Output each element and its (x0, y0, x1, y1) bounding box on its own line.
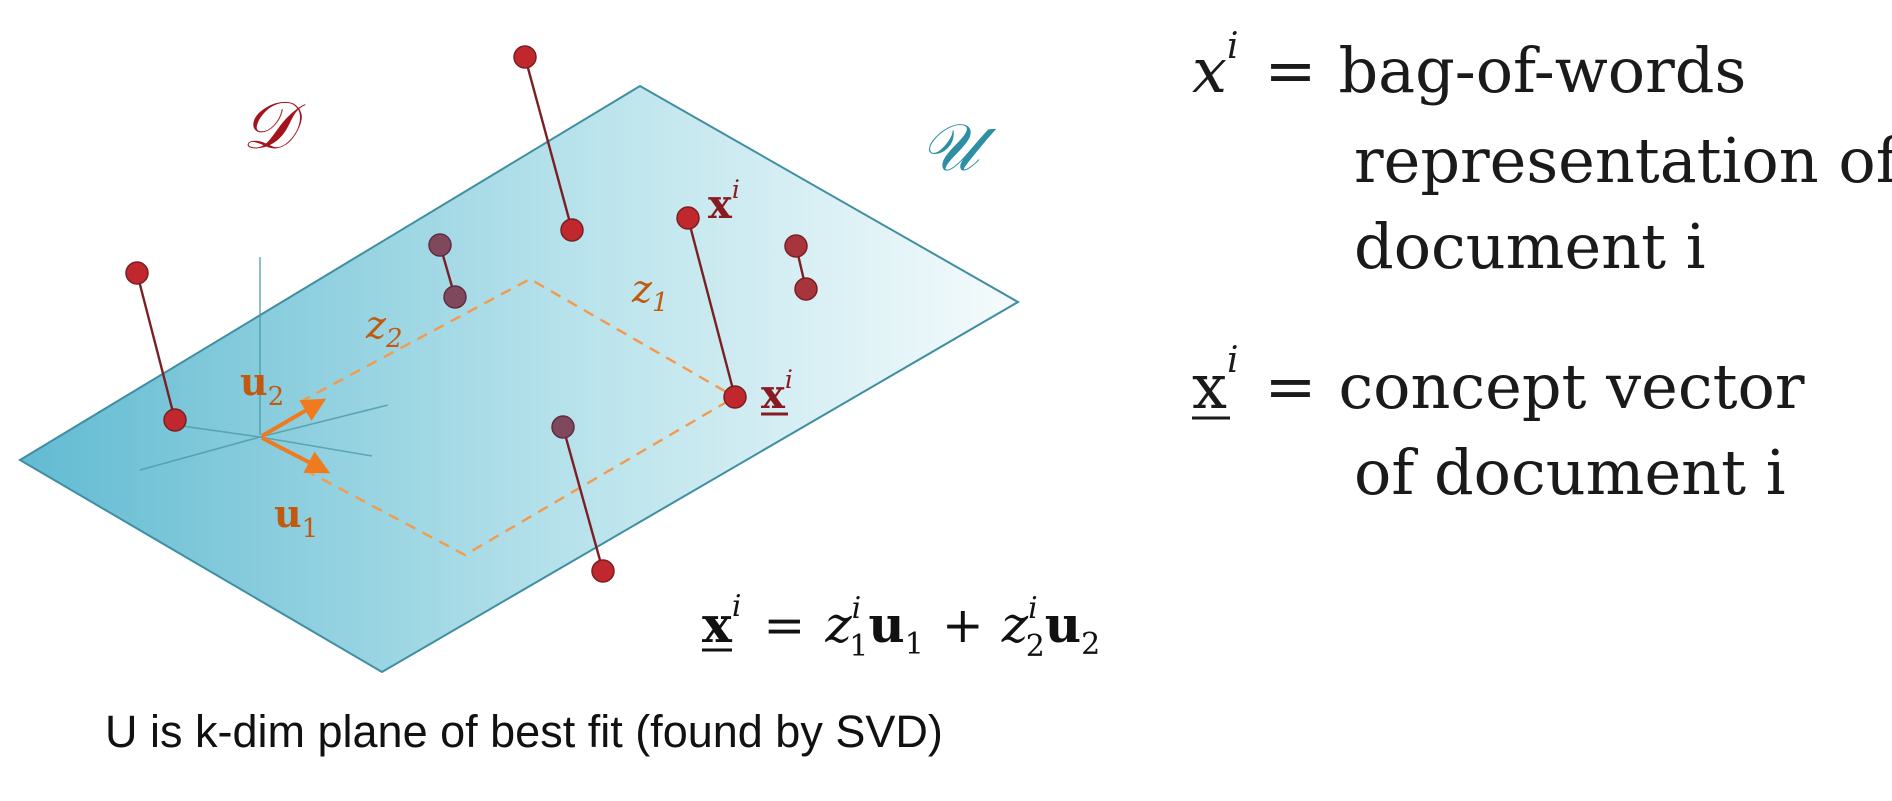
data-space-label: 𝒟 (242, 87, 306, 164)
projection-line (686, 217, 737, 398)
svg-text:of document i: of document i (1354, 436, 1786, 509)
definition-bag-of-words: xi=bag-of-words representation of docume… (1192, 26, 1892, 283)
projection-line (523, 56, 574, 231)
u1-label: u1 (274, 491, 318, 544)
data-point (163, 408, 187, 432)
svg-text:xi: xi (761, 365, 793, 418)
u2-label: u2 (240, 359, 284, 412)
u1-arrow (261, 436, 331, 474)
u2-arrow (260, 398, 327, 438)
data-point (676, 206, 700, 230)
svg-text:document i: document i (1354, 210, 1706, 283)
original-point-label: xi (708, 175, 740, 228)
plane-label: 𝒰 (920, 109, 997, 186)
svg-text:representation of: representation of (1354, 124, 1892, 197)
data-point (443, 285, 467, 309)
data-point (784, 234, 808, 258)
svg-text:xi=bag-of-words: xi=bag-of-words (1192, 26, 1746, 107)
projection-guide-z2 (299, 277, 736, 404)
projection-guide-z1 (304, 395, 736, 557)
definition-concept-vector: xi=concept vector of document i (1192, 340, 1805, 509)
figure-caption: U is k-dim plane of best fit (found by S… (105, 706, 943, 757)
data-point (560, 218, 584, 242)
projection-line (561, 426, 605, 572)
data-point (591, 559, 615, 583)
data-point (794, 277, 818, 301)
basis-vectors (260, 398, 331, 474)
data-point (513, 45, 537, 69)
data-point (551, 415, 575, 439)
data-point (428, 233, 452, 257)
best-fit-plane (18, 84, 1021, 674)
z2-label: z2 (365, 303, 403, 354)
svg-text:xi=concept vector: xi=concept vector (1192, 340, 1805, 423)
data-points (125, 45, 818, 583)
data-point (125, 261, 149, 285)
concept-point-label: xi (761, 365, 793, 418)
z1-label: z1 (631, 267, 669, 318)
data-point (723, 385, 747, 409)
projection-line (135, 272, 177, 421)
